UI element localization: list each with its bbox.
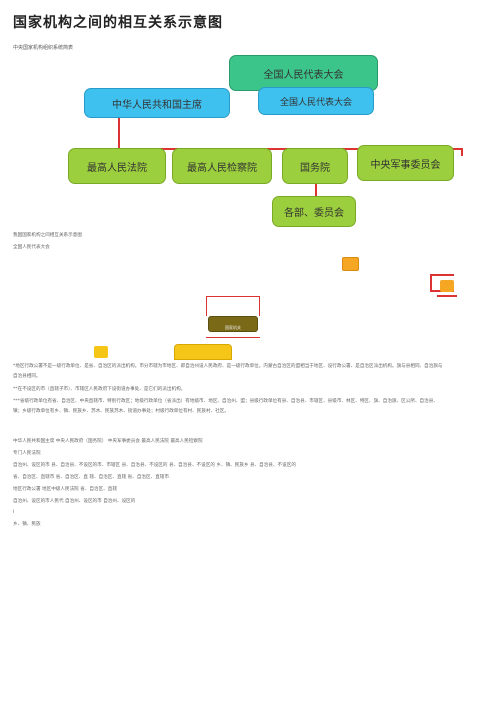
orange-marker	[440, 280, 454, 292]
text-line: 地区行政公署 地区中级人民法院 省、自治区、直辖	[13, 487, 117, 492]
procuratorate-box: 最高人民检察院	[172, 148, 272, 184]
state-council-box: 国务院	[282, 148, 348, 184]
paragraph-2: **在不设区的市（直辖子市）、市辖区人民政府下设街道办事处、是它们的派出机构。	[13, 387, 186, 392]
paragraph-1: *地区行政公署不是一级行政单位、是省、自治区的派出机构。市分市辖为市地区、即自治…	[13, 364, 443, 379]
paragraph-3: ***省级行政单位有省、自治区、中央直辖市、特别行政区；地级行政单位（省派出）有…	[13, 399, 438, 414]
text-line: 自治州、设区的市人民代 自治州、设区的市 自治州、设区的	[13, 499, 136, 504]
military-box: 中央军事委员会	[357, 145, 454, 181]
military-label: 中央军事委员会	[370, 159, 441, 171]
court-label: 最高人民法院	[87, 162, 147, 174]
president-box: 中华人民共和国主席	[84, 88, 230, 118]
red-bracket	[206, 296, 260, 316]
text-line: 省、自治区、直辖市 省、自治区、直 辖、自治区、直辖 省、自治区、直辖市	[13, 475, 169, 480]
npc-label: 全国人民代表大会	[13, 245, 50, 250]
page-subtitle: 中央国家机构组织系统简表	[13, 45, 74, 51]
yellow-bar-left	[94, 346, 108, 358]
page-title: 国家机构之间的相互关系示意图	[13, 15, 223, 31]
state-council-label: 国务院	[300, 162, 330, 174]
text-line: 乡、镇、民族	[13, 522, 41, 527]
red-bar	[437, 295, 457, 297]
connector-line	[118, 114, 120, 150]
npc-top-box: 全国人民代表大会	[229, 55, 378, 91]
ministries-box: 各部、委员会	[272, 196, 356, 227]
ministries-label: 各部、委员会	[284, 208, 344, 219]
npc-standing-box: 全国人民代表大会	[258, 87, 374, 115]
text-line: 自治州、设区的市 县、自治县、不设区的市、市辖区 县、自治县、不设区的 县、自治…	[13, 463, 296, 468]
state-organ-box: 国家机关	[208, 316, 258, 332]
yellow-bar-center	[174, 344, 232, 360]
connector-line	[461, 148, 463, 156]
red-bar	[206, 337, 260, 338]
org-diagram: 全国人民代表大会 中华人民共和国主席 全国人民代表大会 最高人民法院 最高人民检…	[60, 52, 463, 227]
text-line: 中华人民共和国主席 中央人民政府（国务院） 中央军事委员会 最高人民法院 最高人…	[13, 439, 203, 444]
orange-marker	[342, 257, 359, 271]
court-box: 最高人民法院	[68, 148, 166, 184]
text-line: 专门人民法院	[13, 451, 41, 456]
npc-top-label: 全国人民代表大会	[263, 69, 344, 81]
text-line: I	[13, 510, 15, 515]
connector-line	[315, 183, 317, 205]
state-organ-label: 国家机关	[225, 325, 241, 330]
president-label: 中华人民共和国主席	[112, 99, 202, 111]
procuratorate-label: 最高人民检察院	[187, 162, 257, 174]
npc-standing-label: 全国人民代表大会	[279, 97, 352, 108]
section-caption: 我国国家机构之间相互关系示意图	[13, 233, 82, 238]
